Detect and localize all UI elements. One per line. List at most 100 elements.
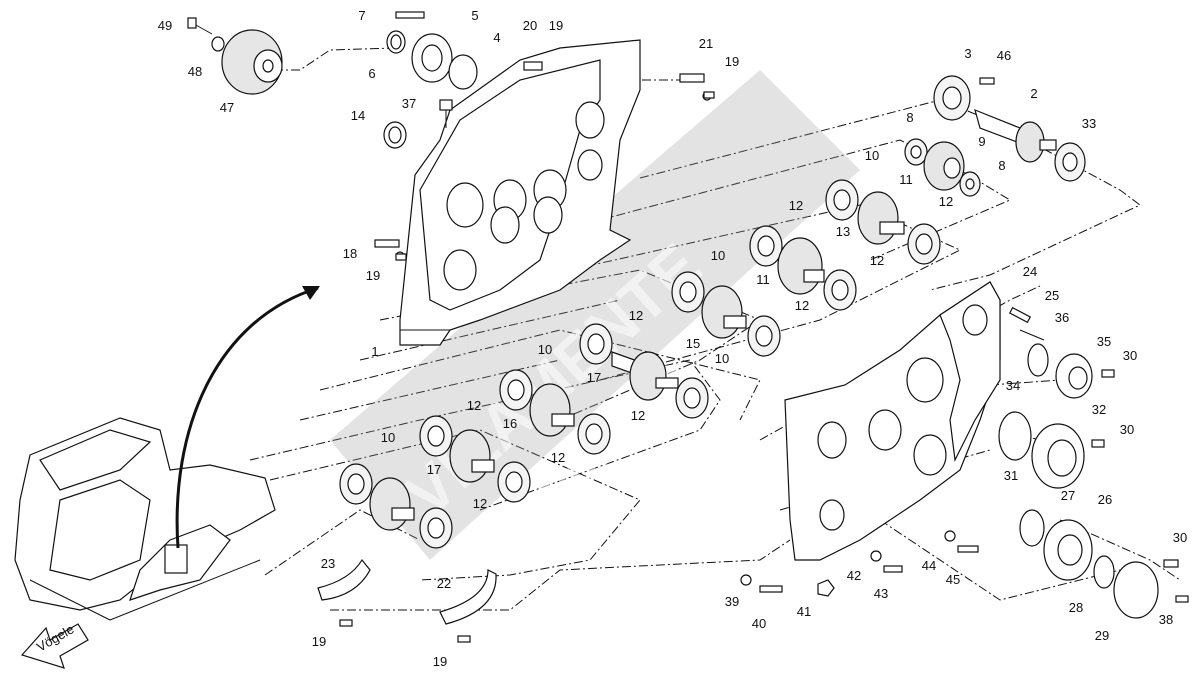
clamp-20 (523, 61, 543, 71)
callout-c35: 35 (1097, 334, 1111, 349)
callout-c17b: 17 (427, 462, 441, 477)
callout-c30b: 30 (1120, 422, 1134, 437)
callout-c15: 15 (686, 336, 700, 351)
callout-c26: 26 (1098, 492, 1112, 507)
guard-23 (317, 558, 371, 601)
seal-6 (386, 30, 406, 54)
callout-c22: 22 (437, 576, 451, 591)
callout-c11b: 11 (756, 272, 770, 287)
bolt-40 (759, 585, 783, 593)
callout-c31: 31 (1004, 468, 1018, 483)
washer-48 (211, 36, 225, 52)
callout-c23: 23 (321, 556, 335, 571)
callout-c5: 5 (471, 8, 478, 23)
gear-13 (777, 237, 825, 295)
gear-17b (369, 477, 415, 531)
callout-c45: 45 (946, 572, 960, 587)
guard-22 (439, 569, 497, 625)
callout-c21: 21 (699, 36, 713, 51)
bolt-19e (457, 635, 471, 643)
callout-c10e: 10 (381, 430, 395, 445)
callout-c2: 2 (1030, 86, 1037, 101)
callout-c19a: 19 (549, 18, 563, 33)
callout-c19b: 19 (725, 54, 739, 69)
callout-c19c: 19 (366, 268, 380, 283)
bearing-12b (907, 223, 941, 265)
cap-29 (1113, 561, 1159, 619)
bolt-30b (1091, 439, 1105, 448)
pulley (221, 29, 283, 95)
bearing-10b (671, 271, 705, 313)
bearing-10d (675, 377, 709, 419)
o-ring-4 (448, 54, 478, 90)
callout-c38: 38 (1159, 612, 1173, 627)
washer-42 (870, 550, 882, 562)
callout-c19e: 19 (433, 654, 447, 669)
cover-plate (784, 281, 1001, 561)
callout-c8b: 8 (998, 158, 1005, 173)
callout-c24: 24 (1023, 264, 1037, 279)
bearing-12a (749, 225, 783, 267)
callout-c39: 39 (725, 594, 739, 609)
bolt-30c (1163, 559, 1179, 568)
callout-c19d: 19 (312, 634, 326, 649)
bearing-3 (933, 75, 971, 121)
callout-c3: 3 (964, 46, 971, 61)
plug-37 (439, 99, 453, 128)
callout-c33: 33 (1082, 116, 1096, 131)
gear-9 (923, 141, 965, 191)
paver-machine (14, 417, 276, 621)
callout-c12i: 12 (473, 496, 487, 511)
direction-arrow: Vögele (20, 621, 89, 669)
callout-c9: 9 (978, 134, 985, 149)
gear-17a (529, 383, 575, 437)
callout-c12g: 12 (631, 408, 645, 423)
bearing-12f (419, 415, 453, 457)
callout-c12a: 12 (789, 198, 803, 213)
gear-11b (701, 285, 747, 339)
bearing-10c (499, 369, 533, 411)
bolt-19d (339, 619, 353, 627)
callout-c27: 27 (1061, 488, 1075, 503)
bolt-38 (1175, 595, 1189, 603)
callout-c12d: 12 (795, 298, 809, 313)
o-ring-31 (998, 411, 1032, 461)
location-arrow (175, 286, 320, 549)
callout-c18: 18 (343, 246, 357, 261)
callout-c10b: 10 (711, 248, 725, 263)
bearing-12d (747, 315, 781, 357)
bolt-7 (395, 11, 425, 19)
bolt-43 (883, 565, 903, 573)
callout-c29: 29 (1095, 628, 1109, 643)
callout-c8a: 8 (906, 110, 913, 125)
callout-c41: 41 (797, 604, 811, 619)
callout-c30c: 30 (1173, 530, 1187, 545)
callout-c47: 47 (220, 100, 234, 115)
callout-c32: 32 (1092, 402, 1106, 417)
callout-c7: 7 (358, 8, 365, 23)
nut-41 (817, 579, 835, 597)
callout-c30a: 30 (1123, 348, 1137, 363)
bearing-12c (823, 269, 857, 311)
seal-14 (383, 121, 407, 149)
callout-c16: 16 (503, 416, 517, 431)
callout-c42: 42 (847, 568, 861, 583)
callout-c12c: 12 (870, 253, 884, 268)
callout-c12b: 12 (939, 194, 953, 209)
callout-c12f: 12 (467, 398, 481, 413)
bearing-12g (577, 413, 611, 455)
callout-c46: 46 (997, 48, 1011, 63)
callout-c13: 13 (836, 224, 850, 239)
callout-c10d: 10 (715, 351, 729, 366)
bolt-30a (1101, 369, 1115, 378)
callout-c28: 28 (1069, 600, 1083, 615)
callout-c48: 48 (188, 64, 202, 79)
callout-c10a: 10 (865, 148, 879, 163)
bearing-8a (904, 138, 928, 166)
callout-c4: 4 (493, 30, 500, 45)
callout-c20: 20 (523, 18, 537, 33)
callout-c11a: 11 (899, 172, 913, 187)
pin-36 (1019, 329, 1045, 341)
callout-c12e: 12 (629, 308, 643, 323)
